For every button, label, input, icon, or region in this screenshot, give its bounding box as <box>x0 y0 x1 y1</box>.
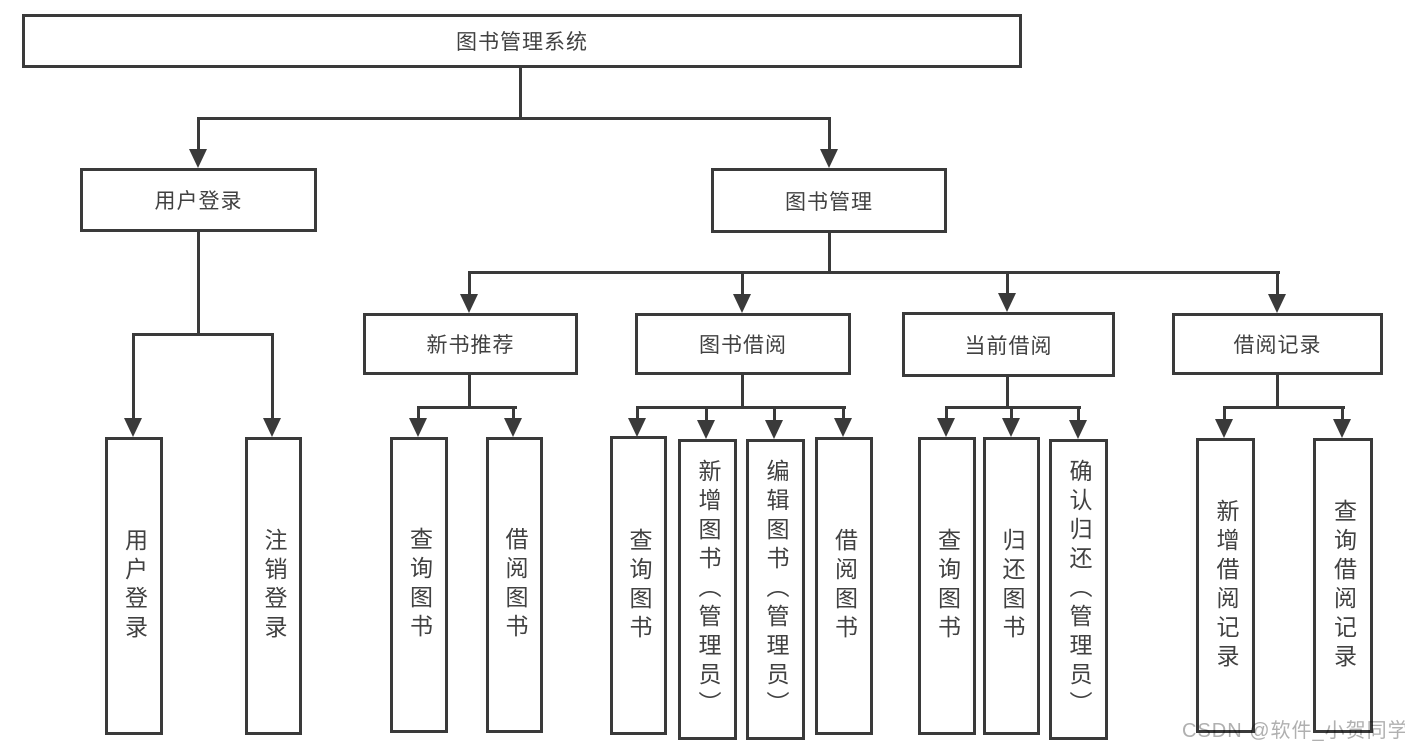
leaf-add-borrow-record: 新增借阅记录 <box>1196 438 1255 733</box>
leaf-query-books-current: 查询图书 <box>918 437 976 735</box>
node-user-login: 用户登录 <box>80 168 317 232</box>
leaf-query-borrow-record-label: 查询借阅记录 <box>1330 498 1357 673</box>
leaf-borrow-books-label: 借阅图书 <box>831 528 858 644</box>
connector-drop <box>1223 406 1226 420</box>
connector-new-book-rail <box>417 406 517 409</box>
down-arrow-icon <box>189 149 207 168</box>
connector-borrowing-records-stem <box>1276 375 1279 409</box>
leaf-add-books-admin: 新增图书（管理员） <box>678 439 737 740</box>
down-arrow-icon <box>998 293 1016 312</box>
down-arrow-icon <box>263 418 281 437</box>
leaf-logout-login-label: 注销登录 <box>261 528 287 644</box>
connector-book-management-rail <box>468 271 1280 274</box>
connector-drop <box>1010 406 1013 420</box>
down-arrow-icon <box>1002 418 1020 437</box>
connector-drop-leaf-user-login <box>132 333 135 419</box>
connector-drop-current-borrowing <box>1006 271 1009 295</box>
leaf-logout-login: 注销登录 <box>245 437 302 735</box>
node-current-borrowing-label: 当前借阅 <box>964 334 1053 358</box>
connector-drop <box>512 406 515 420</box>
node-book-management-label: 图书管理 <box>785 190 873 214</box>
leaf-confirm-return-admin-label: 确认归还（管理员） <box>1066 459 1092 720</box>
leaf-confirm-return-admin: 确认归还（管理员） <box>1049 439 1108 740</box>
connector-book-management-stem <box>828 233 831 274</box>
connector-drop <box>636 406 639 420</box>
down-arrow-icon <box>460 294 478 313</box>
connector-user-login-stem <box>197 232 200 336</box>
leaf-query-books-recommend: 查询图书 <box>390 437 448 733</box>
node-new-book-recommend-label: 新书推荐 <box>426 334 515 357</box>
leaf-borrow-books: 借阅图书 <box>815 437 873 735</box>
connector-drop <box>1077 406 1080 420</box>
leaf-query-books-current-label: 查询图书 <box>934 528 961 644</box>
connector-drop <box>705 406 708 420</box>
connector-drop <box>417 406 420 420</box>
leaf-query-borrow-record: 查询借阅记录 <box>1313 438 1373 733</box>
down-arrow-icon <box>409 418 427 437</box>
node-user-login-label: 用户登录 <box>154 190 243 213</box>
connector-drop <box>945 406 948 420</box>
down-arrow-icon <box>628 418 646 437</box>
leaf-edit-books-admin-label: 编辑图书（管理员） <box>763 459 789 720</box>
connector-drop-book-management <box>828 117 831 151</box>
leaf-query-books-recommend-label: 查询图书 <box>406 527 433 643</box>
connector-root-stem <box>519 68 522 120</box>
node-current-borrowing: 当前借阅 <box>902 312 1115 377</box>
connector-current-borrowing-rail <box>945 406 1081 409</box>
down-arrow-icon <box>1215 419 1233 438</box>
csdn-watermark: CSDN @软件_小贺同学 <box>1182 720 1405 742</box>
node-library-system-label: 图书管理系统 <box>456 31 588 54</box>
connector-drop <box>842 406 845 420</box>
down-arrow-icon <box>937 418 955 437</box>
leaf-edit-books-admin: 编辑图书（管理员） <box>746 439 805 740</box>
down-arrow-icon <box>834 418 852 437</box>
connector-drop-new-book <box>468 271 471 295</box>
node-borrowing-records: 借阅记录 <box>1172 313 1383 375</box>
leaf-add-borrow-record-label: 新增借阅记录 <box>1213 498 1239 673</box>
connector-drop-book-borrowing <box>741 271 744 295</box>
leaf-query-books-borrowing: 查询图书 <box>610 436 667 735</box>
connector-current-borrowing-stem <box>1006 377 1009 409</box>
down-arrow-icon <box>697 420 715 439</box>
connector-drop <box>773 406 776 420</box>
down-arrow-icon <box>733 294 751 313</box>
leaf-user-login-label: 用户登录 <box>121 528 148 644</box>
node-book-borrowing-label: 图书借阅 <box>699 334 787 357</box>
leaf-borrow-books-recommend: 借阅图书 <box>486 437 543 733</box>
leaf-add-books-admin-label: 新增图书（管理员） <box>695 459 721 720</box>
down-arrow-icon <box>124 418 142 437</box>
leaf-return-books: 归还图书 <box>983 437 1040 735</box>
down-arrow-icon <box>765 420 783 439</box>
down-arrow-icon <box>1069 420 1087 439</box>
connector-book-borrowing-stem <box>741 375 744 409</box>
down-arrow-icon <box>1268 294 1286 313</box>
connector-drop <box>1341 406 1344 420</box>
down-arrow-icon <box>504 418 522 437</box>
node-library-system: 图书管理系统 <box>22 14 1022 68</box>
leaf-return-books-label: 归还图书 <box>999 528 1025 644</box>
connector-borrowing-records-rail <box>1223 406 1345 409</box>
leaf-query-books-borrowing-label: 查询图书 <box>626 527 652 644</box>
connector-root-rail <box>197 117 831 120</box>
node-book-management: 图书管理 <box>711 168 947 233</box>
node-borrowing-records-label: 借阅记录 <box>1233 334 1322 357</box>
connector-book-borrowing-rail <box>636 406 846 409</box>
node-new-book-recommend: 新书推荐 <box>363 313 578 375</box>
connector-drop-borrowing-records <box>1276 271 1279 295</box>
connector-new-book-stem <box>468 375 471 409</box>
leaf-borrow-books-recommend-label: 借阅图书 <box>502 527 528 643</box>
down-arrow-icon <box>1333 419 1351 438</box>
connector-drop-user-login <box>197 117 200 151</box>
leaf-user-login: 用户登录 <box>105 437 163 735</box>
down-arrow-icon <box>820 149 838 168</box>
connector-drop-leaf-logout <box>271 333 274 419</box>
connector-user-login-rail <box>132 333 274 336</box>
node-book-borrowing: 图书借阅 <box>635 313 851 375</box>
